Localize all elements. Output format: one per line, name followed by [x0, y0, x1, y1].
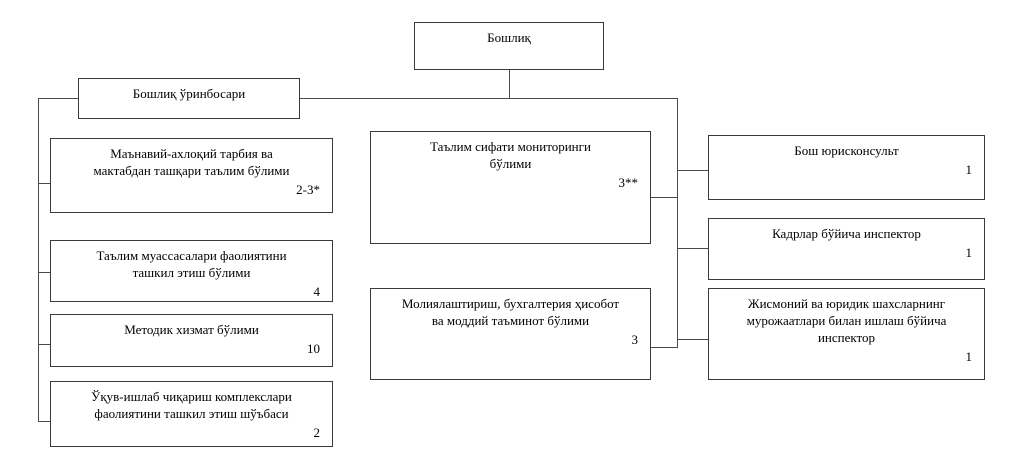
node-left-3-count: 10 — [307, 341, 320, 357]
node-right-2-count: 1 — [965, 245, 973, 261]
node-right-3[interactable]: Жисмоний ва юридик шахсларнинг мурожаатл… — [708, 288, 985, 380]
node-left-1-label: Маънавий-ахлоқий тарбия ва мактабдан таш… — [93, 146, 290, 179]
node-right-1[interactable]: Бош юрисконсульт 1 — [708, 135, 985, 200]
connector-right-stub-2 — [677, 248, 709, 249]
node-left-3-label: Методик хизмат бўлими — [124, 322, 259, 337]
node-left-4-count: 2 — [313, 425, 321, 441]
connector-right-trunk — [677, 98, 678, 348]
node-middle-2[interactable]: Молиялаштириш, бухгалтерия ҳисобот ва мо… — [370, 288, 651, 380]
connector-right-stub-3 — [677, 339, 709, 340]
node-middle-2-count: 3 — [631, 332, 639, 348]
connector-main-bus — [300, 98, 678, 99]
node-deputy[interactable]: Бошлиқ ўринбосари — [78, 78, 300, 119]
node-middle-1[interactable]: Таълим сифати мониторинги бўлими 3** — [370, 131, 651, 244]
node-left-4[interactable]: Ўқув-ишлаб чиқариш комплекслари фаолияти… — [50, 381, 333, 447]
node-left-1-count: 2-3* — [296, 182, 320, 198]
connector-left-trunk — [38, 98, 39, 422]
node-left-2-label: Таълим муассасалари фаолиятини ташкил эт… — [96, 248, 287, 281]
node-middle-2-label: Молиялаштириш, бухгалтерия ҳисобот ва мо… — [401, 296, 620, 329]
node-right-2-label: Кадрлар бўйича инспектор — [772, 226, 921, 241]
node-head-label: Бошлиқ — [487, 30, 531, 45]
node-left-2-count: 4 — [313, 284, 321, 300]
node-left-2[interactable]: Таълим муассасалари фаолиятини ташкил эт… — [50, 240, 333, 302]
connector-left-stub-4 — [38, 421, 51, 422]
node-deputy-label: Бошлиқ ўринбосари — [132, 86, 246, 101]
connector-right-stub-1 — [677, 170, 709, 171]
node-middle-1-label: Таълим сифати мониторинги бўлими — [430, 139, 591, 172]
node-left-1[interactable]: Маънавий-ахлоқий тарбия ва мактабдан таш… — [50, 138, 333, 213]
node-right-1-label: Бош юрисконсульт — [794, 143, 899, 158]
node-middle-1-count: 3** — [618, 175, 639, 191]
connector-middle-stub-2 — [651, 347, 678, 348]
node-right-3-count: 1 — [965, 349, 973, 365]
connector-middle-stub-1 — [651, 197, 678, 198]
connector-left-stub-1 — [38, 183, 51, 184]
node-left-3[interactable]: Методик хизмат бўлими 10 — [50, 314, 333, 367]
node-right-2[interactable]: Кадрлар бўйича инспектор 1 — [708, 218, 985, 280]
connector-head-drop — [509, 70, 510, 99]
connector-left-stub-2 — [38, 272, 51, 273]
connector-left-bus — [38, 98, 79, 99]
node-right-3-label: Жисмоний ва юридик шахсларнинг мурожаатл… — [746, 296, 947, 346]
node-head[interactable]: Бошлиқ — [414, 22, 604, 70]
connector-left-stub-3 — [38, 344, 51, 345]
node-left-4-label: Ўқув-ишлаб чиқариш комплекслари фаолияти… — [91, 389, 292, 422]
node-right-1-count: 1 — [965, 162, 973, 178]
